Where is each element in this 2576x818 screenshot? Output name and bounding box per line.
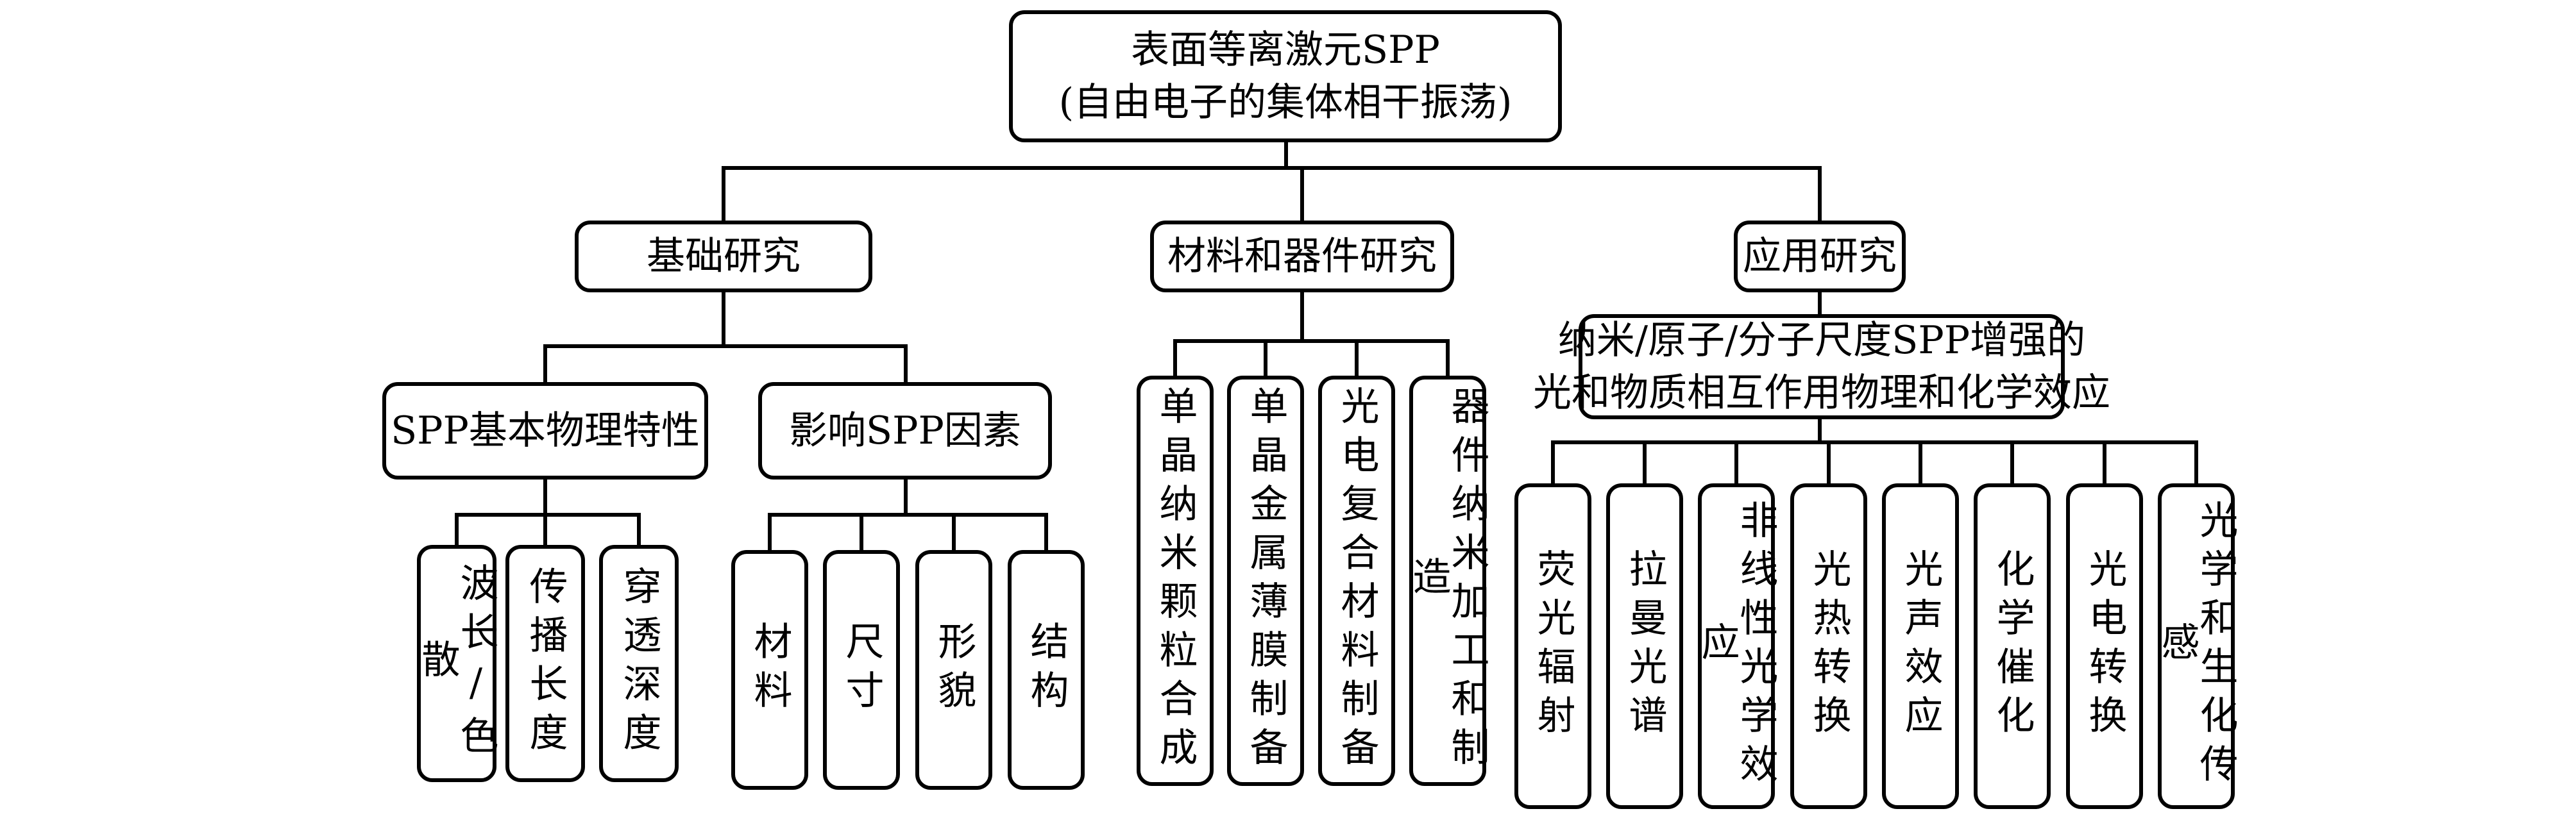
enhance-line-2: 光和物质相互作用物理和化学效应 [1533, 371, 2110, 415]
spp-physics-label: SPP基本物理特性 [391, 408, 700, 453]
leaf-label: 结构 [1024, 621, 1069, 719]
spp-physics-node: SPP基本物理特性 [382, 382, 708, 480]
leaf-label: 光学和生化传感 [2155, 500, 2238, 792]
leaf-label: 传播长度 [523, 566, 568, 761]
leaf-label: 光热转换 [1806, 549, 1851, 744]
leaf-penetration-depth: 穿透深度 [599, 545, 679, 782]
category-application-research: 应用研究 [1734, 221, 1906, 292]
leaf-metal-film-preparation: 单晶金属薄膜制备 [1227, 376, 1304, 786]
leaf-nonlinear-optics: 非线性光学效应 [1695, 483, 1778, 809]
leaf-material: 材料 [731, 550, 808, 790]
leaf-label: 单晶纳米颗粒合成 [1153, 386, 1198, 776]
spp-enhanced-interaction-node: 纳米/原子/分子尺度SPP增强的 光和物质相互作用物理和化学效应 [1533, 314, 2110, 419]
leaf-label: 形貌 [931, 621, 976, 719]
leaf-composite-material-preparation: 光电复合材料制备 [1318, 376, 1395, 786]
leaf-label: 穿透深度 [616, 566, 661, 761]
leaf-fluorescence: 荧光辐射 [1514, 483, 1591, 809]
leaf-label: 单晶金属薄膜制备 [1243, 386, 1288, 776]
spp-factors-node: 影响SPP因素 [758, 382, 1052, 480]
leaf-label: 拉曼光谱 [1622, 549, 1667, 744]
enhance-line-1: 纳米/原子/分子尺度SPP增强的 [1557, 318, 2086, 363]
leaf-label: 光电转换 [2082, 549, 2127, 744]
leaf-nanoparticle-synthesis: 单晶纳米颗粒合成 [1137, 376, 1214, 786]
leaf-label: 化学催化 [1990, 549, 2035, 744]
leaf-morphology: 形貌 [915, 550, 992, 790]
root-subtitle: (自由电子的集体相干振荡) [1058, 80, 1513, 125]
leaf-label: 器件纳米加工和制造 [1406, 386, 1489, 776]
leaf-size: 尺寸 [823, 550, 900, 790]
leaf-label: 光电复合材料制备 [1334, 386, 1379, 776]
category-materials-research: 材料和器件研究 [1150, 221, 1454, 292]
category-materials-label: 材料和器件研究 [1167, 234, 1437, 279]
leaf-propagation-length: 传播长度 [505, 545, 585, 782]
leaf-raman: 拉曼光谱 [1606, 483, 1683, 809]
leaf-label: 光声效应 [1898, 549, 1943, 744]
root-node: 表面等离激元SPP (自由电子的集体相干振荡) [1009, 10, 1562, 142]
leaf-photoacoustic: 光声效应 [1882, 483, 1959, 809]
category-basic-label: 基础研究 [647, 234, 801, 279]
spp-factors-label: 影响SPP因素 [789, 408, 1021, 453]
root-title: 表面等离激元SPP [1131, 28, 1440, 72]
leaf-photothermal: 光热转换 [1790, 483, 1867, 809]
leaf-label: 非线性光学效应 [1695, 500, 1778, 792]
leaf-label: 波长/色散 [415, 563, 498, 764]
leaf-wavelength-dispersion: 波长/色散 [415, 545, 498, 782]
leaf-label: 荧光辐射 [1530, 549, 1575, 744]
leaf-biosensing: 光学和生化传感 [2155, 483, 2238, 809]
leaf-device-nanofabrication: 器件纳米加工和制造 [1406, 376, 1489, 786]
leaf-structure: 结构 [1008, 550, 1085, 790]
leaf-photoelectric: 光电转换 [2066, 483, 2143, 809]
category-basic-research: 基础研究 [575, 221, 872, 292]
leaf-label: 材料 [747, 621, 792, 719]
category-application-label: 应用研究 [1743, 234, 1897, 279]
leaf-label: 尺寸 [839, 621, 884, 719]
leaf-catalysis: 化学催化 [1974, 483, 2051, 809]
